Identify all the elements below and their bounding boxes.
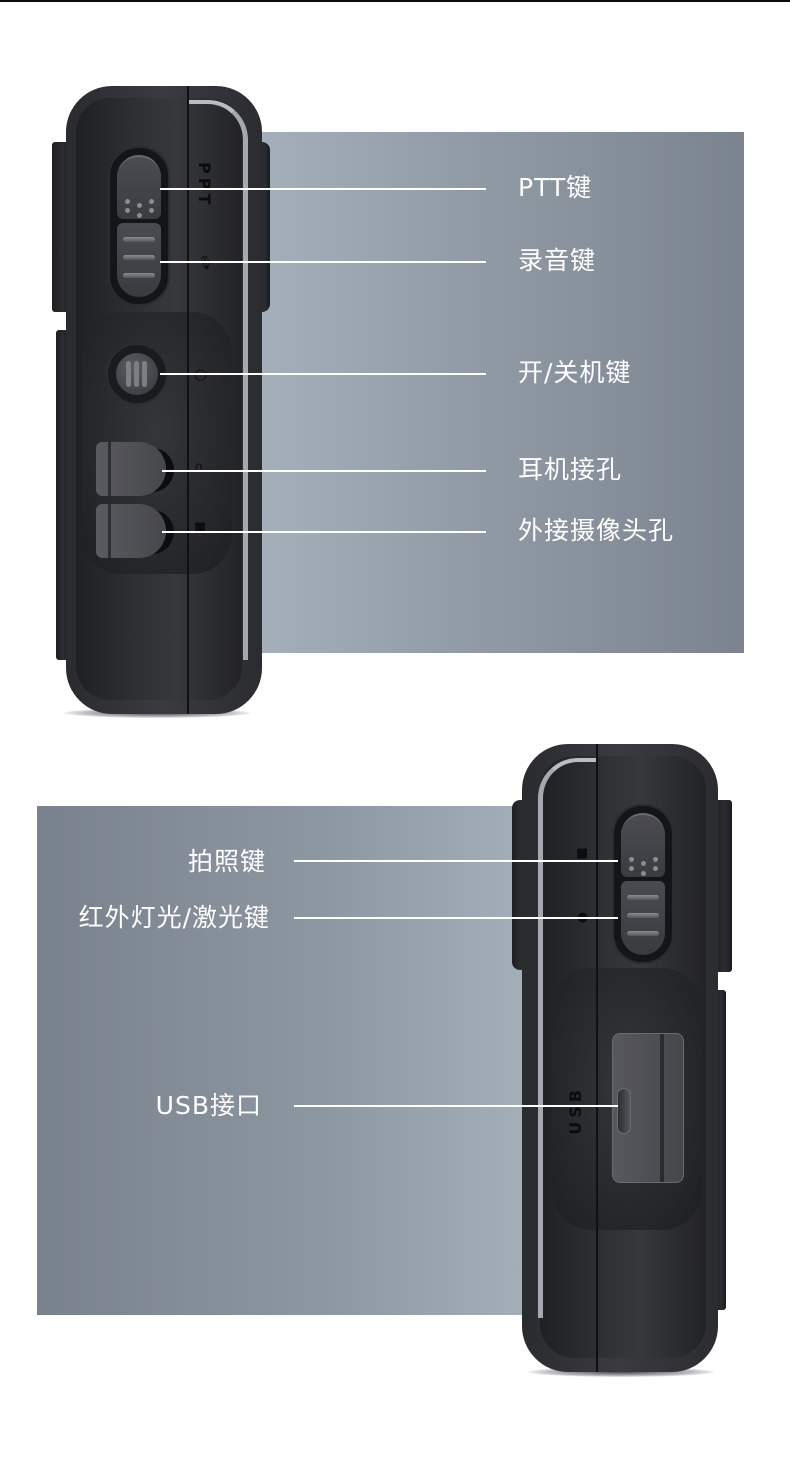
device-shadow bbox=[528, 1367, 714, 1377]
leader-line-usb bbox=[294, 1105, 618, 1107]
power-button-face bbox=[116, 353, 158, 395]
usb-cover-groove bbox=[660, 1034, 664, 1182]
ptt-dot bbox=[125, 208, 130, 213]
label-infrared-laser-key: 红外灯光/激光键 bbox=[78, 903, 270, 932]
microphone-icon: 🎙︎ bbox=[197, 256, 214, 271]
external-camera-port-cover[interactable] bbox=[96, 504, 166, 558]
leader-line-laser bbox=[294, 917, 618, 919]
power-grip-bar bbox=[142, 361, 147, 387]
photo-dot bbox=[641, 861, 646, 866]
belt-clip-right bbox=[714, 800, 732, 972]
usb-port-cover[interactable] bbox=[612, 1033, 684, 1183]
device-seam bbox=[187, 86, 189, 714]
belt-clip-left bbox=[52, 142, 70, 312]
laser-ridge bbox=[627, 931, 659, 936]
photo-dot bbox=[641, 871, 646, 876]
device-seam bbox=[596, 744, 598, 1372]
label-record-key: 录音键 bbox=[518, 246, 597, 275]
power-button[interactable] bbox=[106, 343, 168, 405]
leader-line-camera bbox=[162, 531, 486, 533]
top-border-line bbox=[0, 0, 790, 2]
photo-dot bbox=[629, 866, 634, 871]
usb-marking-text: USB bbox=[566, 1086, 585, 1135]
ptt-dot bbox=[149, 208, 154, 213]
laser-ridge bbox=[627, 895, 659, 900]
ptt-button[interactable] bbox=[117, 155, 161, 219]
device-rim-highlight bbox=[538, 758, 598, 1318]
label-external-camera-port: 外接摄像头孔 bbox=[518, 516, 675, 545]
top-background-panel bbox=[230, 132, 744, 653]
ptt-marking-text: PPT bbox=[195, 162, 214, 209]
ptt-dot bbox=[137, 213, 142, 218]
photo-dot bbox=[653, 857, 658, 862]
leader-line-photo bbox=[294, 860, 618, 862]
photo-dot bbox=[629, 857, 634, 862]
label-earphone-jack: 耳机接孔 bbox=[518, 455, 623, 484]
infrared-laser-button[interactable] bbox=[621, 881, 665, 955]
belt-clip-left-lower bbox=[56, 330, 68, 660]
photo-button[interactable] bbox=[621, 813, 665, 877]
photo-dot bbox=[653, 866, 658, 871]
earphone-jack-cover[interactable] bbox=[96, 442, 166, 496]
record-ridge bbox=[123, 273, 155, 278]
device-rim-highlight bbox=[188, 100, 248, 660]
record-ridge bbox=[123, 255, 155, 260]
label-power-key: 开/关机键 bbox=[518, 358, 632, 387]
leader-line-power bbox=[160, 373, 486, 375]
label-ptt-key: PTT键 bbox=[518, 173, 593, 202]
leader-line-ptt bbox=[160, 188, 486, 190]
usb-cover-pull-tab bbox=[617, 1088, 631, 1134]
leader-line-earphone bbox=[162, 470, 486, 472]
ptt-dot bbox=[149, 199, 154, 204]
ptt-dot bbox=[125, 199, 130, 204]
label-usb-port: USB接口 bbox=[155, 1091, 262, 1120]
power-grip-bar bbox=[126, 361, 131, 387]
leader-line-record bbox=[160, 261, 486, 263]
bottom-background-panel bbox=[37, 806, 557, 1315]
label-photo-key: 拍照键 bbox=[187, 847, 266, 876]
headphone-icon: ∩ bbox=[194, 460, 204, 475]
laser-ridge bbox=[627, 913, 659, 918]
camera-icon: ■ bbox=[576, 846, 589, 861]
record-button[interactable] bbox=[117, 223, 161, 297]
ptt-dot bbox=[137, 203, 142, 208]
record-ridge bbox=[123, 237, 155, 242]
power-grip-bar bbox=[134, 361, 139, 387]
